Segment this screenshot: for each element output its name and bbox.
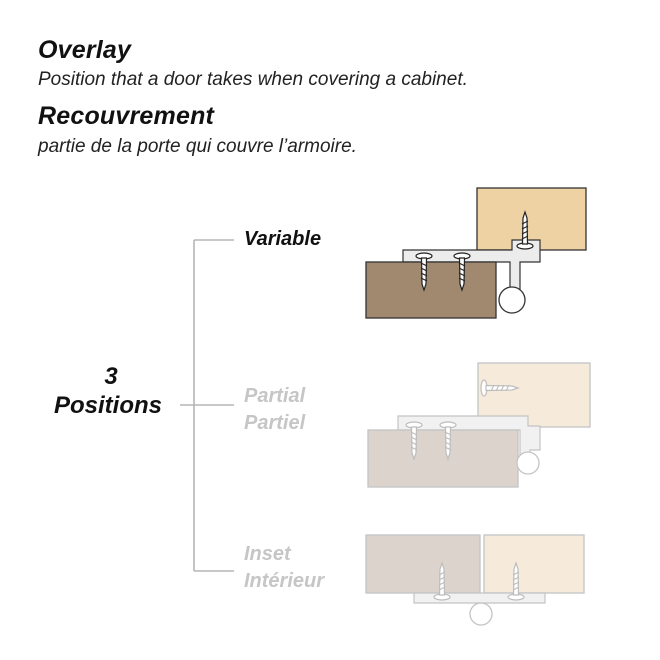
recouvrement-description: partie de la porte qui couvre l’armoire. xyxy=(38,136,357,157)
inset-hinge-diagram xyxy=(365,534,585,626)
door-panel xyxy=(365,534,481,594)
option-partial-label: Partial Partiel xyxy=(244,383,305,437)
hinge-knuckle xyxy=(469,602,493,626)
option-partial-en: Partial xyxy=(244,385,306,407)
option-variable-en: Variable xyxy=(244,228,322,250)
option-inset-fr: Intérieur xyxy=(244,570,325,592)
bracket-lines xyxy=(180,239,234,572)
option-partial-fr: Partiel xyxy=(244,412,306,434)
option-inset-label: Inset Intérieur xyxy=(244,541,324,595)
option-inset-en: Inset xyxy=(244,543,291,565)
positions-label: Positions xyxy=(53,392,162,419)
variable-hinge-diagram xyxy=(365,187,587,319)
overlay-description: Position that a door takes when covering… xyxy=(38,69,468,90)
option-variable-label: Variable xyxy=(244,226,321,253)
recouvrement-title: Recouvrement xyxy=(38,102,215,130)
overlay-title: Overlay xyxy=(38,36,132,64)
door-panel xyxy=(367,429,519,488)
hinge-knuckle xyxy=(516,451,540,475)
partial-hinge-diagram xyxy=(367,362,591,488)
cabinet-panel xyxy=(483,534,585,594)
door-panel xyxy=(365,261,497,319)
hinge-knuckle xyxy=(498,286,526,314)
positions-count: 3 xyxy=(104,363,118,390)
